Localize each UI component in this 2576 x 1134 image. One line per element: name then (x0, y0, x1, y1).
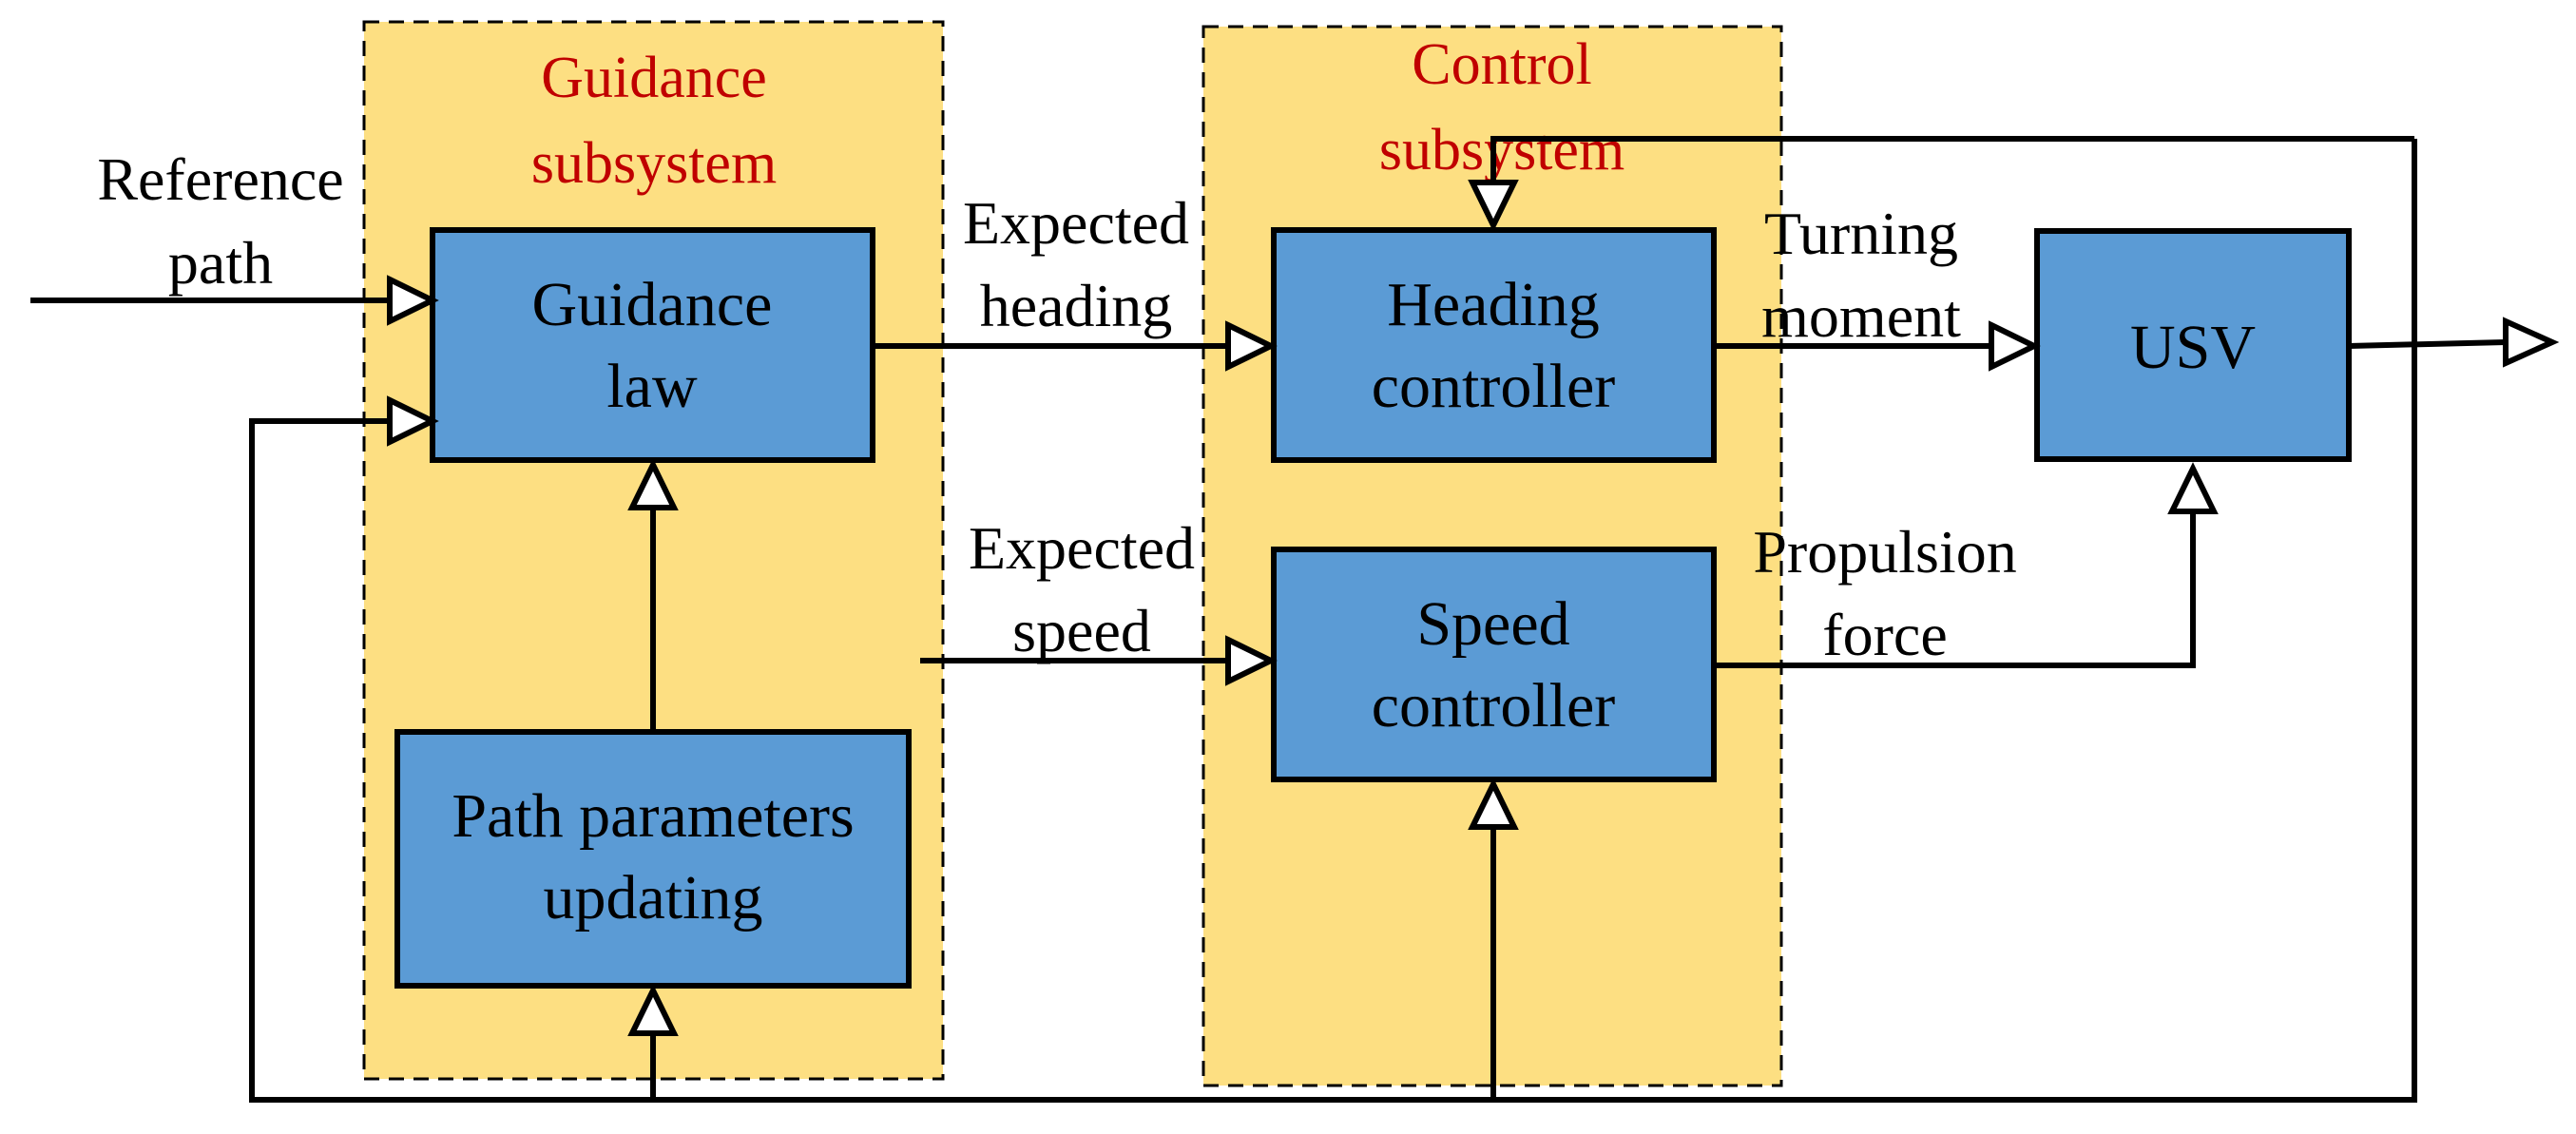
arrowheads (387, 180, 2560, 1036)
expected-heading-label-line2: heading (980, 272, 1173, 339)
usv-output-line (2348, 339, 2507, 349)
reference-path-label-line1: Reference (97, 145, 343, 213)
path-parameters-updating-block: Path parameters updating (394, 729, 912, 989)
path-parameters-updating-box (394, 729, 912, 989)
heading-controller-label-line2: controller (1372, 352, 1616, 421)
propulsion-force-label-line2: force (1822, 601, 1947, 668)
guidance-law-block: Guidance law (430, 227, 875, 463)
speed-controller-label-line2: controller (1372, 671, 1616, 740)
turning-moment-arrowhead (1989, 320, 2041, 372)
control-subsystem-title-line1: Control (1412, 32, 1591, 97)
guidance-law-label-line2: law (606, 352, 698, 421)
expected-heading-arrowhead (1225, 320, 1278, 372)
heading-controller-label-line1: Heading (1387, 270, 1600, 339)
heading-controller-box (1271, 227, 1717, 463)
heading-controller-block: Heading controller (1271, 227, 1717, 463)
expected-heading-label-line1: Expected (963, 189, 1189, 257)
propulsion-force-label-line1: Propulsion (1753, 518, 2016, 586)
connection-lines (30, 136, 2507, 1103)
turning-moment-label-line2: moment (1761, 282, 1961, 350)
usv-block: USV (2034, 228, 2352, 462)
turning-moment-label-line1: Turning (1764, 200, 1958, 267)
expected-speed-arrowhead (1225, 635, 1278, 686)
expected-speed-label-line2: speed (1012, 597, 1151, 664)
usv-output-arrowhead (2503, 317, 2560, 368)
path-parameters-to-guidance-law-arrowhead (627, 458, 679, 510)
guidance-law-label-line1: Guidance (532, 270, 773, 339)
speed-controller-block: Speed controller (1271, 547, 1717, 782)
speed-controller-label-line1: Speed (1416, 589, 1569, 659)
reference-path-arrowhead (387, 275, 439, 326)
guidance-subsystem-title-line1: Guidance (541, 46, 767, 110)
guidance-subsystem-title-line2: subsystem (531, 131, 777, 196)
control-subsystem-title-line2: subsystem (1379, 118, 1624, 183)
feedback-loop-line (249, 139, 2417, 1103)
feedback-to-heading-controller-arrowhead (1468, 180, 1519, 232)
reference-path-label-line2: path (168, 229, 273, 297)
guidance-law-box (430, 227, 875, 463)
path-parameters-updating-label-line2: updating (544, 863, 763, 932)
feedback-to-path-parameters-arrowhead (627, 984, 679, 1036)
propulsion-force-line (1714, 511, 2196, 668)
usv-label: USV (2130, 313, 2256, 382)
path-parameters-updating-label-line1: Path parameters (452, 781, 854, 851)
feedback-to-speed-controller-arrowhead (1468, 778, 1519, 830)
expected-speed-label-line1: Expected (969, 514, 1195, 582)
speed-controller-box (1271, 547, 1717, 782)
propulsion-force-arrowhead (2167, 462, 2219, 514)
feedback-to-heading-controller-line (1490, 136, 2414, 183)
feedback-to-guidance-law-arrowhead (387, 395, 439, 447)
